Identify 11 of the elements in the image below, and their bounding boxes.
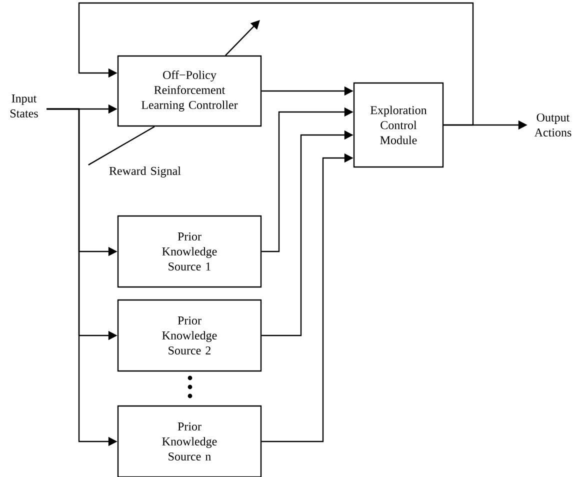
arrow <box>225 20 260 56</box>
process-box: Prior Knowledge Source n <box>117 405 262 477</box>
signal-label: Reward Signal <box>109 166 181 178</box>
input-label: Input States <box>10 94 38 118</box>
output-label: Output Actions <box>534 113 572 137</box>
arrow <box>78 2 474 126</box>
process-box: Prior Knowledge Source 2 <box>117 299 262 372</box>
process-box: Off−Policy Reinforcement Learning Controller <box>117 55 262 127</box>
process-box: Prior Knowledge Source 1 <box>117 215 262 288</box>
leader-line <box>88 126 155 166</box>
process-box: Exploration Control Module <box>353 82 444 168</box>
